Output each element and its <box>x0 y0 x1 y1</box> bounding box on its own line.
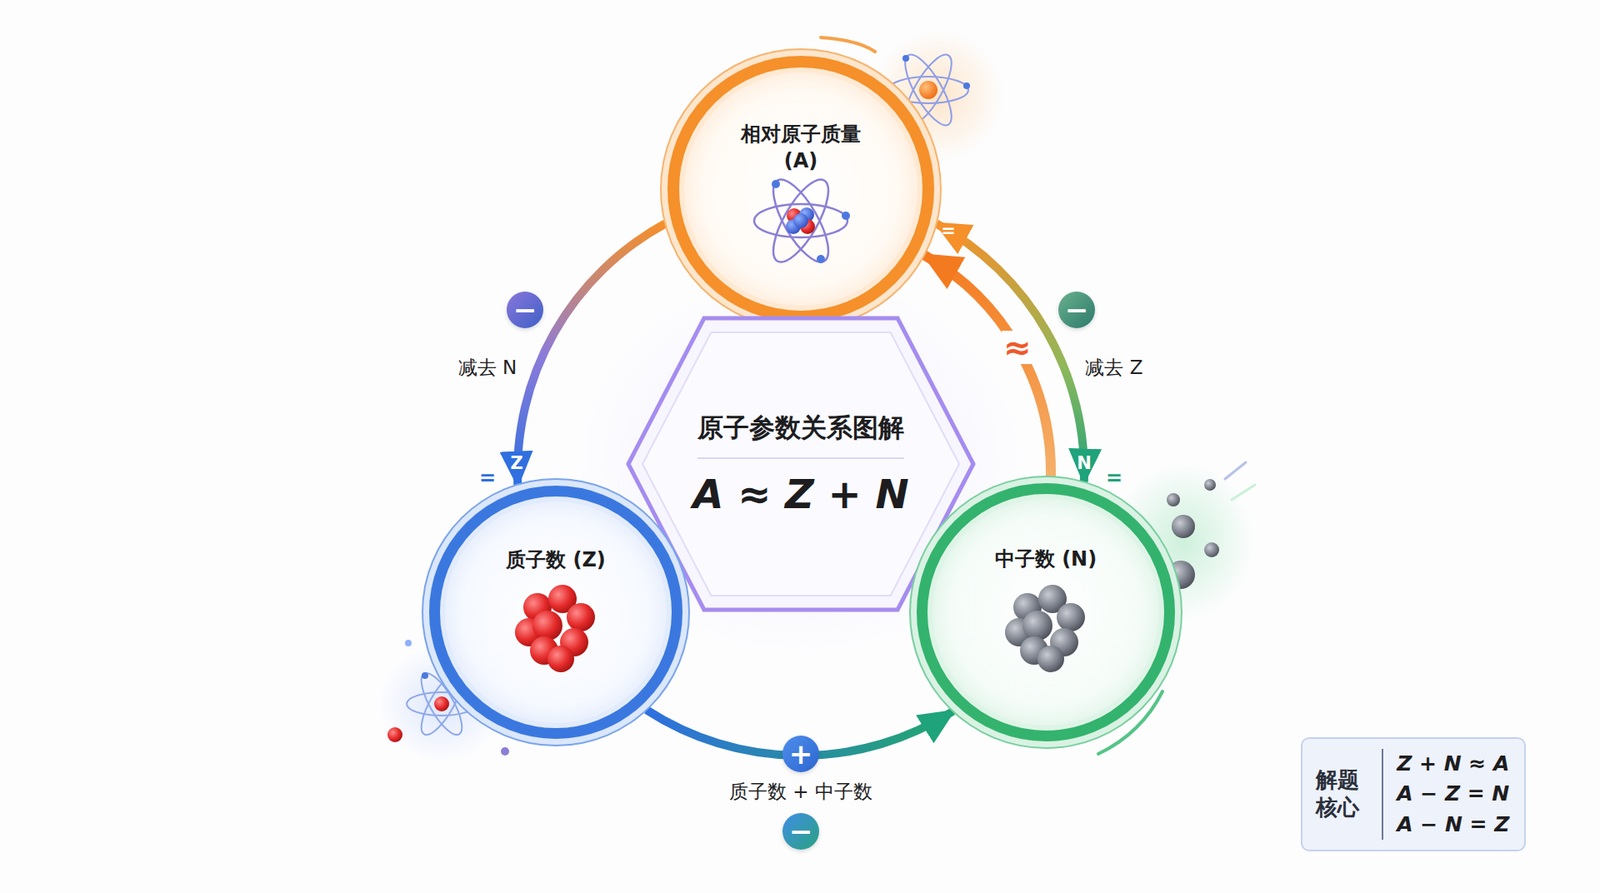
edge-label: 质子数 + 中子数 <box>725 779 876 805</box>
circle-fill <box>679 67 923 311</box>
circle-fill <box>927 494 1165 731</box>
particle-dot <box>405 640 412 647</box>
atom-icon <box>754 172 850 270</box>
hexagon-inner <box>642 332 960 596</box>
main-formula: A ≈ Z + N <box>692 470 909 518</box>
edge-label: ≈ <box>1001 330 1034 365</box>
hexagon-border <box>628 318 974 610</box>
circle-label: 中子数 (N) <box>995 545 1097 573</box>
center-hexagon: 原子参数关系图解 A ≈ Z + N <box>625 315 976 613</box>
neutron-cluster <box>1005 585 1085 673</box>
minus-symbol: − <box>1058 291 1095 329</box>
minus-symbol: − <box>506 291 544 329</box>
particle-dot <box>387 727 403 743</box>
minus-symbol: − <box>782 813 820 850</box>
neutron-circle: 中子数 (N) <box>916 483 1175 742</box>
diagram-title: 原子参数关系图解 <box>697 410 905 460</box>
bracket: Z + N ≈ AA − Z = NA − N = Z <box>1381 749 1510 840</box>
edge-label: 减去 N <box>455 355 521 381</box>
proton-cluster <box>515 585 595 673</box>
atom-icon <box>888 48 970 131</box>
atom-icon <box>406 668 479 741</box>
swoosh <box>820 37 875 52</box>
arrow-letter: Z <box>510 453 523 474</box>
equals-symbol: = <box>1105 466 1123 490</box>
particle-dot <box>500 747 510 756</box>
key-box: 解题 核心 Z + N ≈ AA − Z = NA − N = Z <box>1300 737 1526 852</box>
key-heading: 解题 核心 <box>1315 766 1364 824</box>
equals-symbol: = <box>940 220 956 241</box>
hexagon-outline <box>625 315 976 613</box>
flying-neutrons <box>1098 462 1255 755</box>
edge-label: 减去 Z <box>1081 355 1146 381</box>
proton-circle: 质子数 (Z) <box>429 485 683 740</box>
equals-symbol: = <box>479 466 496 490</box>
formula: A − N = Z <box>1396 810 1510 840</box>
circle-label: 相对原子质量 (A) <box>725 120 876 175</box>
mass-circle: 相对原子质量 (A) <box>667 55 935 323</box>
formula: A − Z = N <box>1396 779 1510 810</box>
plus-symbol: + <box>782 735 820 773</box>
formula: Z + N ≈ A <box>1396 749 1510 780</box>
circle-fill <box>440 496 672 729</box>
circle-label: 质子数 (Z) <box>505 546 606 574</box>
arrow-letter: N <box>1076 453 1092 474</box>
